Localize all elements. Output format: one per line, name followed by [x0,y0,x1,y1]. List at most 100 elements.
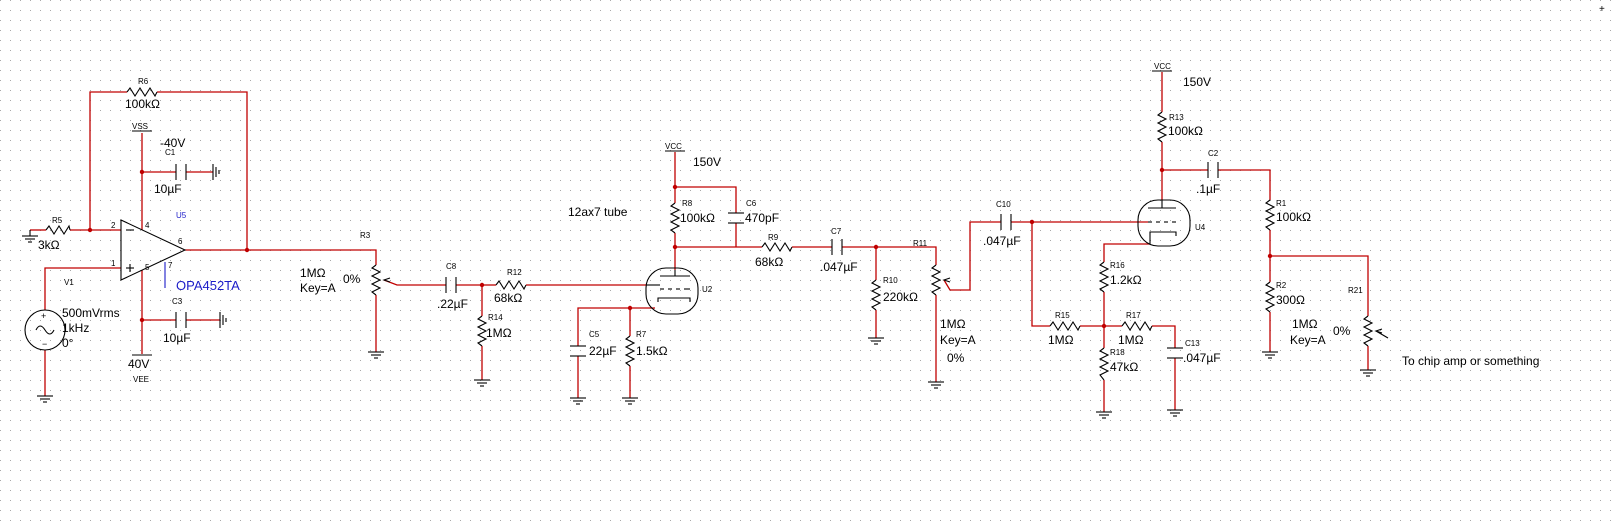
resistor-r8[interactable] [669,202,681,234]
r7-ref: R7 [636,330,647,339]
capacitor-c2[interactable] [1207,162,1219,178]
r11-ref: R11 [913,239,928,248]
c2-value: .1µF [1196,182,1220,196]
ground-symbol [1096,411,1112,419]
potentiometer-r3[interactable] [370,264,391,296]
r6-ref: R6 [138,77,149,86]
c5-ref: C5 [589,330,600,339]
r21-percent: 0% [1333,324,1351,338]
triode-tube-u2[interactable] [645,267,699,315]
ac-voltage-source-v1[interactable]: + − [24,309,66,351]
potentiometer-r11[interactable] [930,264,951,296]
resistor-r13[interactable] [1156,111,1168,143]
pin5-label: 5 [145,263,150,272]
c1-ref: C1 [165,148,176,157]
resistor-r17[interactable] [1121,320,1153,332]
resistor-r1[interactable] [1264,199,1276,231]
r8-value: 100kΩ [680,211,715,225]
resistor-r16[interactable] [1098,261,1110,293]
c6-value: 470pF [745,211,779,225]
resistor-r2[interactable] [1264,281,1276,313]
ground-symbol [37,395,53,403]
r16-value: 1.2kΩ [1110,273,1142,287]
vcc2-value: 150V [1183,75,1211,89]
r21-ref: R21 [1348,286,1363,295]
resistor-r15[interactable] [1049,320,1081,332]
c7-value: .047µF [820,260,858,274]
c6-ref: C6 [746,199,757,208]
capacitor-c1[interactable] [175,164,187,180]
resistor-r12[interactable] [495,279,527,291]
resistor-r5[interactable] [45,224,71,236]
resistor-r10[interactable] [870,279,882,311]
pin3-label: 1 [111,259,116,268]
v1-ref: V1 [64,278,74,287]
capacitor-c10[interactable] [1000,214,1012,230]
potentiometer-r21[interactable] [1362,315,1389,347]
v1-amplitude: 500mVrms [62,306,120,320]
r13-ref: R13 [1169,113,1184,122]
r3-ref: R3 [360,231,371,240]
tube-note: 12ax7 tube [568,205,628,219]
opamp-u5[interactable] [120,219,187,288]
c2-ref: C2 [1208,149,1219,158]
r15-value: 1MΩ [1048,333,1074,347]
r9-value: 68kΩ [755,255,783,269]
r6-value: 100kΩ [125,97,160,111]
r10-value: 220kΩ [883,290,918,304]
capacitor-c6[interactable] [728,212,744,224]
triode-tube-u4[interactable] [1137,199,1191,247]
junctions [87,167,1273,329]
u5-value: OPA452TA [176,278,240,293]
pin7-label: 7 [168,261,173,270]
r2-value: 300Ω [1276,293,1305,307]
r1-value: 100kΩ [1276,210,1311,224]
u5-ref: U5 [176,211,187,220]
r9-ref: R9 [768,233,779,242]
resistor-r7[interactable] [624,335,636,367]
c10-value: .047µF [983,234,1021,248]
pin6-label: 6 [178,237,183,246]
u2-ref: U2 [702,285,713,294]
c8-value: .22µF [437,297,468,311]
resistor-r9[interactable] [761,241,793,253]
component-labels: R6 100kΩ VSS -40V C1 10µF R5 3kΩ U5 OPA4… [38,4,1605,384]
output-note: To chip amp or something [1402,354,1539,368]
u4-ref: U4 [1195,223,1206,232]
r1-ref: R1 [1276,199,1287,208]
capacitor-c7[interactable] [831,239,843,255]
pin2-label: 2 [111,221,116,230]
ground-symbol [368,351,384,359]
c8-ref: C8 [446,262,457,271]
pin4-label: 4 [145,221,150,230]
resistor-r14[interactable] [476,315,488,347]
capacitor-c3[interactable] [175,312,187,328]
c13-value: .047µF [1183,351,1221,365]
r11-value: 1MΩ [940,317,966,331]
r18-value: 47kΩ [1110,360,1138,374]
svg-text:+: + [41,311,46,321]
v1-phase: 0° [62,336,74,350]
r5-value: 3kΩ [38,238,60,252]
r13-value: 100kΩ [1168,124,1203,138]
vss-ref: VSS [132,122,148,131]
resistor-r6[interactable] [126,86,158,98]
ground-symbol [868,337,884,345]
r18-ref: R18 [1110,348,1125,357]
ground-symbol [474,379,490,387]
ground-symbol [570,397,586,405]
resistor-r18[interactable] [1098,347,1110,381]
capacitor-c8[interactable] [445,277,457,293]
capacitor-c5[interactable] [570,345,586,357]
r12-value: 68kΩ [494,291,522,305]
r16-ref: R16 [1110,261,1125,270]
svg-text:−: − [42,339,47,349]
ground-symbol [22,230,38,243]
ground-symbol [219,312,227,328]
capacitor-c13[interactable] [1167,347,1183,359]
r21-key: Key=A [1290,333,1326,347]
c3-value: 10µF [163,331,191,345]
vee-value: 40V [128,357,149,371]
